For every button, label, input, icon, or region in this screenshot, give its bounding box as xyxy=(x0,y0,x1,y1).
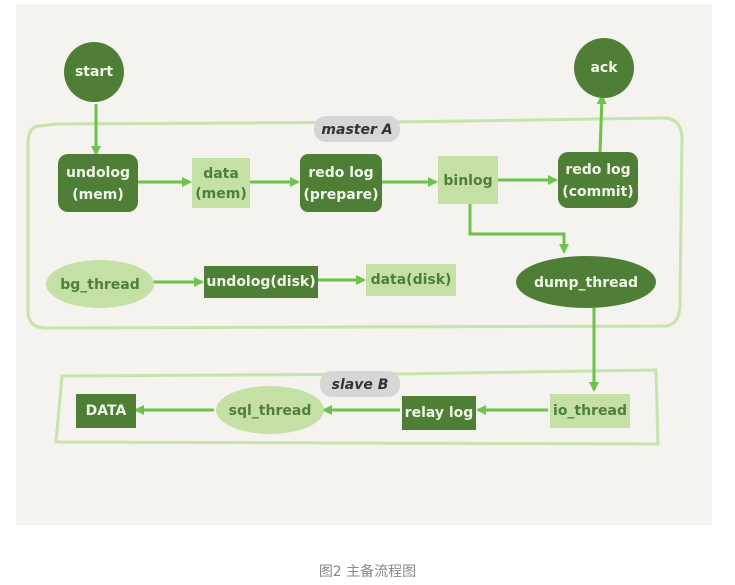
figure-caption: 图2 主备流程图 xyxy=(318,564,417,580)
node-ack: ack xyxy=(574,38,634,98)
node-undolog-disk-label: undolog(disk) xyxy=(206,274,315,290)
master-label-bg xyxy=(314,116,400,142)
node-redo-prepare: redo log (prepare) xyxy=(300,154,382,212)
flow-diagram: master A slave B start ack undolog (mem)… xyxy=(26,38,684,446)
node-relay-log: relay log xyxy=(402,396,476,430)
node-bg-thread: bg_thread xyxy=(46,260,154,308)
node-sql-thread-label: sql_thread xyxy=(229,403,312,419)
node-undolog-mem: undolog (mem) xyxy=(58,154,138,212)
node-data-mem-line1: data xyxy=(203,166,239,182)
node-undolog-mem-line1: undolog xyxy=(66,165,130,181)
node-redo-prepare-line2: (prepare) xyxy=(303,187,378,203)
arrows xyxy=(91,94,607,415)
node-redo-prepare-line1: redo log xyxy=(308,165,373,181)
node-io-thread-label: io_thread xyxy=(553,403,627,419)
node-io-thread: io_thread xyxy=(550,394,630,428)
node-start-label: start xyxy=(75,64,113,80)
master-label: master A xyxy=(321,122,392,138)
slave-label-bg xyxy=(320,371,400,397)
node-sql-thread: sql_thread xyxy=(216,386,324,434)
slave-label: slave B xyxy=(332,377,389,393)
node-ack-label: ack xyxy=(590,60,618,76)
node-bg-thread-label: bg_thread xyxy=(60,277,140,293)
node-data-mem-line2: (mem) xyxy=(195,186,246,202)
node-redo-commit-line1: redo log xyxy=(565,162,630,178)
node-data-disk: data(disk) xyxy=(366,264,456,296)
node-start: start xyxy=(64,42,124,102)
arrow-commit-ack xyxy=(596,94,607,153)
master-group-border xyxy=(26,116,684,330)
diagram-canvas: master A slave B start ack undolog (mem)… xyxy=(16,4,712,525)
node-binlog-label: binlog xyxy=(443,173,492,189)
node-undolog-mem-line2: (mem) xyxy=(72,187,123,203)
node-data-final: DATA xyxy=(76,394,136,428)
node-redo-commit: redo log (commit) xyxy=(558,152,638,208)
node-relay-log-label: relay log xyxy=(405,405,474,421)
node-data-disk-label: data(disk) xyxy=(371,272,452,288)
node-undolog-disk: undolog(disk) xyxy=(204,266,318,298)
node-dump-thread-label: dump_thread xyxy=(534,275,638,291)
node-dump-thread: dump_thread xyxy=(516,256,656,308)
node-data-mem: data (mem) xyxy=(192,158,250,208)
node-redo-commit-line2: (commit) xyxy=(562,184,633,200)
node-data-final-label: DATA xyxy=(86,403,127,419)
node-binlog: binlog xyxy=(438,156,498,204)
arrow-binlog-dump xyxy=(468,204,569,254)
